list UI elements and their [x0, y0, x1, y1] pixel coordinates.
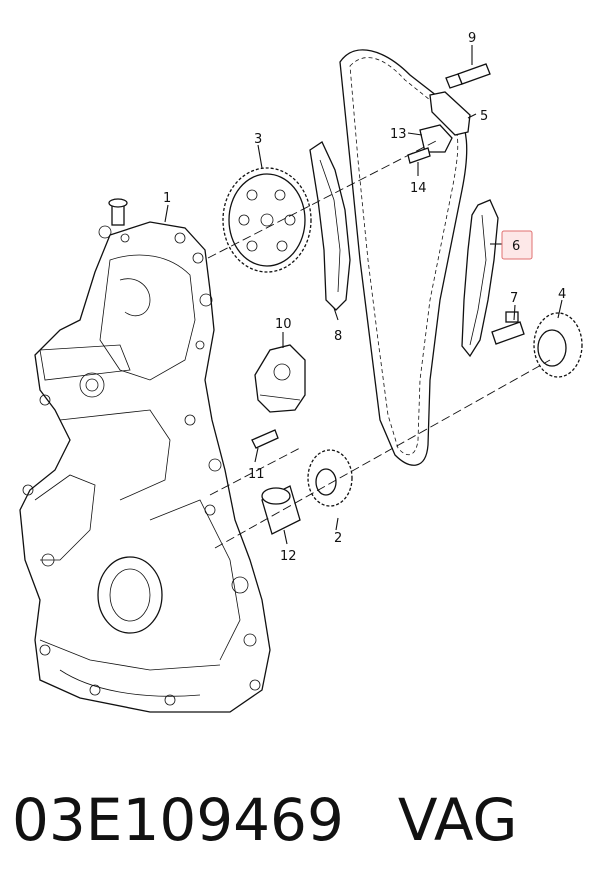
bolt-11 [251, 429, 279, 449]
callout-7: 7 [510, 291, 518, 306]
footer-caption: 03E109469 VAG [12, 780, 592, 860]
callout-14: 14 [410, 181, 427, 196]
parts-diagram: 1 2 3 4 5 6 7 8 9 10 11 12 13 14 [19, 31, 583, 713]
callout-highlight [501, 230, 533, 260]
callout-3: 3 [254, 132, 262, 147]
callout-labels: 1 2 3 4 5 6 7 8 9 10 11 12 13 14 [163, 31, 566, 564]
camshaft-sprocket [222, 167, 312, 273]
callout-8: 8 [334, 329, 342, 344]
callout-9: 9 [468, 31, 476, 46]
alignment-lines [207, 139, 551, 549]
callout-12: 12 [280, 549, 297, 564]
chain-tensioner [254, 344, 306, 413]
callout-11: 11 [248, 467, 265, 482]
oil-pump-sprocket [533, 312, 583, 378]
chain-guide-rail [461, 199, 499, 358]
pin-7 [491, 311, 525, 345]
tensioning-rail [309, 141, 351, 311]
callout-13: 13 [390, 127, 407, 142]
callout-10: 10 [275, 317, 292, 332]
callout-1: 1 [163, 191, 171, 206]
callout-5: 5 [480, 109, 488, 124]
callout-2: 2 [334, 531, 342, 546]
callout-4: 4 [558, 287, 566, 302]
timing-cover [19, 198, 271, 713]
callout-6: 6 [512, 239, 520, 254]
timing-chain [339, 49, 468, 466]
brand-label: VAG [397, 786, 518, 854]
part-number: 03E109469 [12, 786, 344, 854]
crankshaft-sprocket [307, 449, 353, 507]
leader-lines [164, 45, 563, 545]
spacer-bushing [261, 485, 301, 535]
bolt-9 [445, 63, 491, 89]
upper-guide [429, 91, 471, 136]
